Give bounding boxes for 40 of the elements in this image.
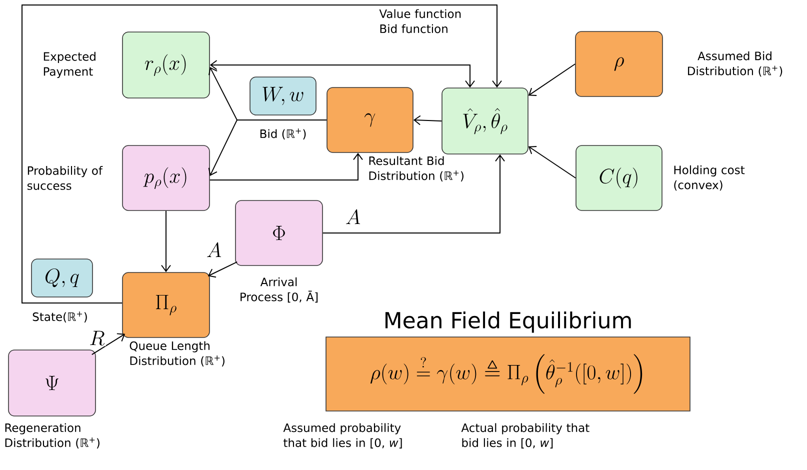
node-caption: Actual probability that bid lies in [0, w]: [461, 423, 590, 448]
node-caption: Assumed Bid Distribution (ℝ$^{+}$): [688, 51, 782, 77]
block-box: $\hat{V}_\rho, \hat{\theta}_\rho$: [442, 88, 528, 154]
block-box: $\rho$: [575, 31, 663, 97]
arrow: [22, 4, 502, 304]
arrow: [210, 60, 475, 88]
equation-box: $\rho(w) \stackrel{?}{=} \gamma(w) \triangleq \Pi_\rho \left(\hat{\theta}_\rho^{-1}([0,w])\right)$: [326, 336, 690, 412]
edge-label: $R$: [88, 330, 106, 346]
arrow: [209, 152, 363, 180]
arrow: [322, 154, 505, 234]
arrow: [413, 115, 442, 126]
arrow: [528, 64, 576, 96]
arrow: [161, 210, 171, 272]
node-caption: Queue Length Distribution (ℝ$^{+}$): [130, 341, 224, 366]
block-box: $\Psi$: [8, 350, 96, 416]
edge-label: $A$: [344, 208, 362, 226]
block-box: $\gamma$: [326, 87, 414, 153]
node-caption: Probability of success: [27, 166, 103, 190]
variable-box: $Q, q$: [31, 258, 93, 298]
block-box: $C(q)$: [576, 145, 662, 211]
node-caption: Arrival Process [0, Ā]: [240, 277, 318, 303]
block-box: $r_\rho(x)$: [122, 32, 210, 98]
node-caption: Regeneration Distribution (ℝ$^{+}$): [5, 423, 100, 448]
variable-box: $W, w$: [250, 76, 316, 116]
block-box: $p_\rho(x)$: [122, 145, 210, 211]
heading: Mean Field Equilibrium: [386, 312, 631, 333]
edge-caption: Value function Bid function: [379, 9, 461, 34]
block-box: $\Phi$: [235, 200, 323, 266]
node-caption: State(ℝ$^{+}$): [32, 312, 87, 322]
node-caption: Resultant Bid Distribution (ℝ$^{+}$): [369, 156, 464, 182]
arrow: [208, 261, 238, 278]
edge-label: Bid (ℝ$^{+}$): [258, 128, 308, 140]
block-box: $\Pi_\rho$: [122, 272, 210, 338]
node-caption: Expected Payment: [44, 52, 96, 78]
edge-label: $A$: [205, 242, 223, 258]
node-caption: Assumed probability that bid lies in [0, w]: [283, 423, 402, 448]
arrow: [528, 146, 576, 178]
arrow: [208, 120, 328, 176]
node-caption: Holding cost (convex): [674, 165, 745, 191]
arrow: [91, 333, 126, 356]
